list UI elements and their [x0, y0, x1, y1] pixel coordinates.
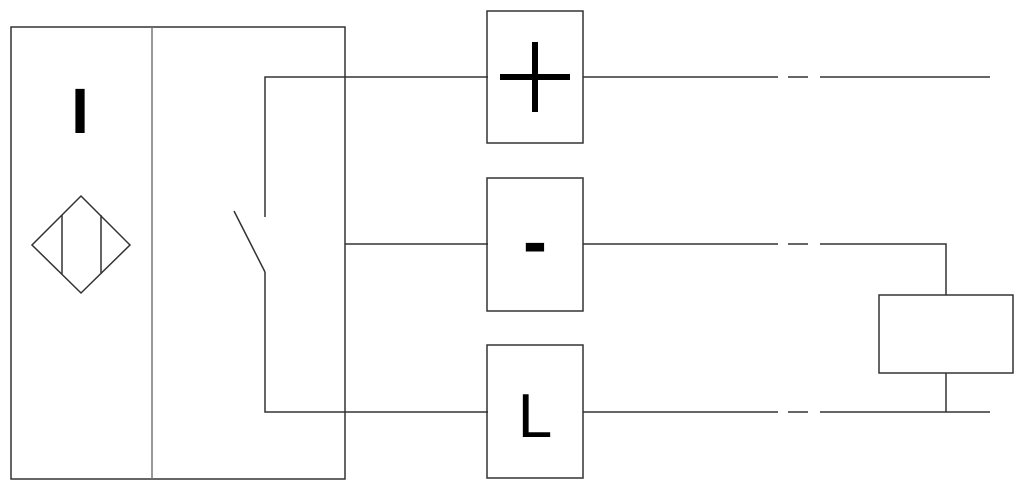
sensor-housing — [10, 26, 346, 480]
sensor-label: I — [71, 75, 89, 147]
load-resistor — [878, 294, 1014, 374]
terminal-load: L — [486, 344, 584, 479]
terminal-minus: - — [486, 177, 584, 312]
svg-text:-: - — [523, 202, 547, 282]
terminal-plus: + — [486, 10, 584, 144]
inductive-sensor-diamond-icon — [30, 194, 132, 295]
svg-text:L: L — [518, 382, 552, 451]
switch-contact — [233, 76, 488, 413]
external-wires — [583, 76, 990, 413]
